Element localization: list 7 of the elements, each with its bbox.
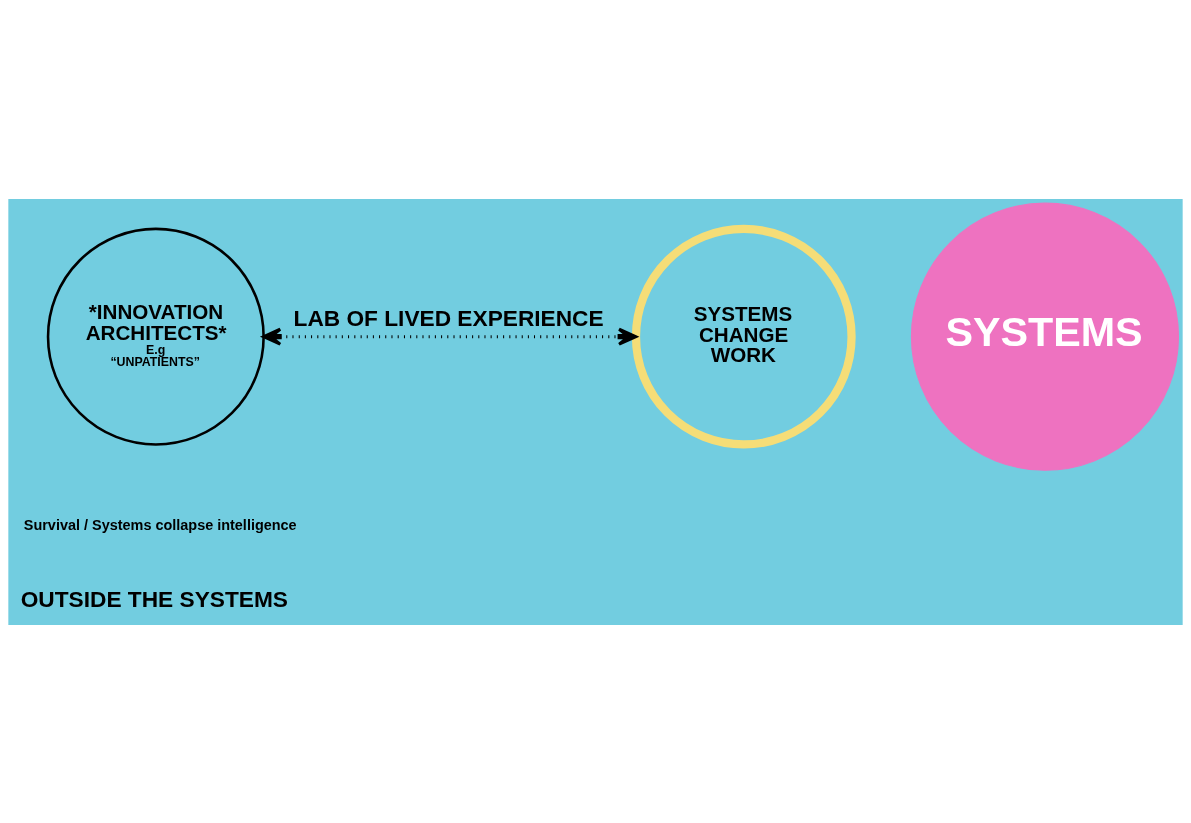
node-circle: *INNOVATION ARCHITECTS* E.g “UNPATIENTS” [46, 227, 265, 446]
arrow [262, 327, 638, 346]
label: Survival / Systems collapse intelligence [23, 516, 297, 533]
node-circle: SYSTEMS [910, 202, 1180, 471]
node-circle: SYSTEMS CHANGE WORK [631, 224, 856, 449]
edge-label: LAB OF LIVED EXPERIENCE [293, 304, 604, 331]
label: OUTSIDE THE SYSTEMS [20, 585, 288, 612]
